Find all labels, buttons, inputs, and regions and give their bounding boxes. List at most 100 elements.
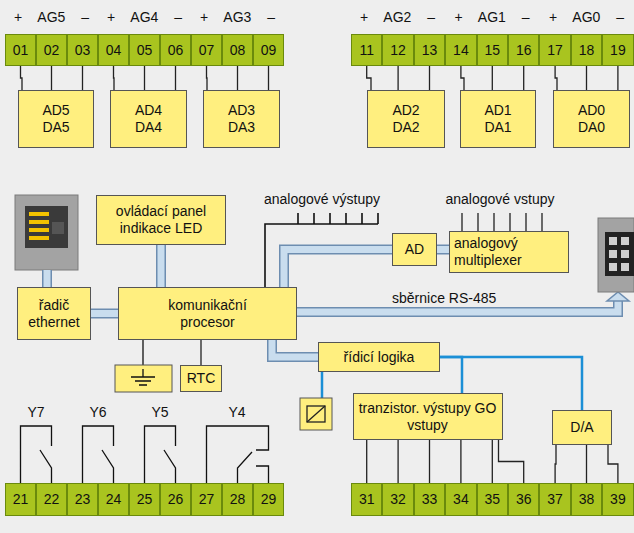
signal-label: Y5 xyxy=(151,404,168,421)
signal-label: Y6 xyxy=(89,404,106,421)
box-label: komunikační procesor xyxy=(153,297,263,331)
terminal-number: 14 xyxy=(453,42,469,59)
relay-symbol xyxy=(307,406,325,422)
terminal-block: 06 xyxy=(160,34,191,66)
terminal-block: 17 xyxy=(539,34,570,66)
signal-wire xyxy=(51,66,52,90)
terminal-number: 07 xyxy=(199,42,215,59)
terminal-block: 18 xyxy=(571,34,602,66)
group-label: + AG1 – xyxy=(455,9,530,26)
terminal-block: 11 xyxy=(351,34,382,66)
signal-label: Y7 xyxy=(27,404,44,421)
rs485-connector xyxy=(621,250,629,258)
box-label: AD4 DA4 xyxy=(135,102,162,136)
signal-label: Y4 xyxy=(228,404,245,421)
rs485-connector xyxy=(621,263,629,271)
terminal-number: 12 xyxy=(390,42,406,59)
signal-wire xyxy=(586,66,587,90)
box-label: AD0 DA0 xyxy=(578,102,605,136)
terminal-number: 21 xyxy=(13,491,29,508)
function-box: komunikační procesor xyxy=(118,287,297,340)
terminal-block: 34 xyxy=(445,483,476,516)
relay-symbol xyxy=(300,398,332,430)
terminal-number: 22 xyxy=(44,491,60,508)
signal-wire xyxy=(398,66,399,90)
box-label: AD1 DA1 xyxy=(484,102,511,136)
function-box: AD0 DA0 xyxy=(553,90,630,148)
rs485-connector xyxy=(605,232,634,276)
wire xyxy=(492,440,493,483)
wire xyxy=(268,66,269,90)
terminal-block: 02 xyxy=(36,34,67,66)
signal-wire xyxy=(555,445,557,483)
wire xyxy=(608,445,618,483)
terminal-number: 38 xyxy=(579,491,595,508)
wire xyxy=(175,66,176,90)
ethernet-jack xyxy=(15,195,78,270)
box-label: ovládací panel indikace LED xyxy=(101,203,221,237)
bus-fill xyxy=(91,310,118,317)
relay-contacts xyxy=(21,426,52,483)
signal-wire xyxy=(237,66,238,90)
signal-wire xyxy=(608,445,618,483)
signal-label: analogové výstupy xyxy=(264,191,380,208)
wire xyxy=(397,66,398,90)
terminal-number: 02 xyxy=(44,42,60,59)
terminal-block: 08 xyxy=(222,34,253,66)
signal-wire xyxy=(617,66,618,90)
signal-wire xyxy=(268,66,269,90)
ethernet-jack xyxy=(15,195,78,270)
bus-fill xyxy=(272,340,318,357)
terminal-number: 13 xyxy=(422,42,438,59)
box-label: řídicí logika xyxy=(344,349,415,366)
analog-input-lines xyxy=(462,213,542,232)
function-box: tranzistor. výstupy GO vstupy xyxy=(353,393,503,440)
terminal-block: 22 xyxy=(36,483,67,516)
terminal-number: 16 xyxy=(516,42,532,59)
bus-fill xyxy=(437,246,449,253)
terminal-block: 36 xyxy=(508,483,539,516)
signal-wire xyxy=(523,66,524,90)
terminal-number: 33 xyxy=(422,491,438,508)
wire xyxy=(82,66,83,90)
terminal-number: 31 xyxy=(359,491,375,508)
ethernet-jack xyxy=(29,220,49,224)
box-label: RTC xyxy=(187,370,216,387)
terminal-block: 23 xyxy=(67,483,98,516)
ground-symbol xyxy=(115,365,172,392)
terminal-number: 34 xyxy=(453,491,469,508)
terminal-number: 08 xyxy=(230,42,246,59)
bus-outline xyxy=(91,309,118,319)
terminal-block: 21 xyxy=(5,483,36,516)
signal-wire xyxy=(499,440,524,483)
ground-symbol xyxy=(142,340,143,365)
terminal-block: 03 xyxy=(67,34,98,66)
signal-wire xyxy=(206,66,208,90)
terminal-number: 39 xyxy=(610,491,626,508)
function-box: AD3 DA3 xyxy=(203,90,280,148)
wire xyxy=(460,440,461,483)
terminal-number: 04 xyxy=(106,42,122,59)
terminal-block: 12 xyxy=(382,34,413,66)
function-box: řadič ethernet xyxy=(17,287,91,340)
terminal-block: 14 xyxy=(445,34,476,66)
rs485-connector xyxy=(598,218,634,292)
relay-symbol xyxy=(300,372,332,430)
group-label: + AG5 – xyxy=(14,9,89,26)
group-label: + AG4 – xyxy=(107,9,182,26)
signal-wire xyxy=(201,340,202,365)
rs485-connector xyxy=(609,250,617,258)
bus-arrowhead xyxy=(607,292,629,301)
signal-wire xyxy=(429,66,430,90)
signal-wire xyxy=(21,66,23,90)
relay-contacts xyxy=(83,426,114,483)
terminal-block: 31 xyxy=(351,483,382,516)
terminal-block: 01 xyxy=(5,34,36,66)
terminal-number: 29 xyxy=(261,491,277,508)
terminal-number: 15 xyxy=(485,42,501,59)
data-bus xyxy=(284,250,392,288)
terminal-number: 05 xyxy=(137,42,153,59)
terminal-block: 35 xyxy=(477,483,508,516)
signal-wire xyxy=(175,66,176,90)
box-label: AD2 DA2 xyxy=(392,102,419,136)
